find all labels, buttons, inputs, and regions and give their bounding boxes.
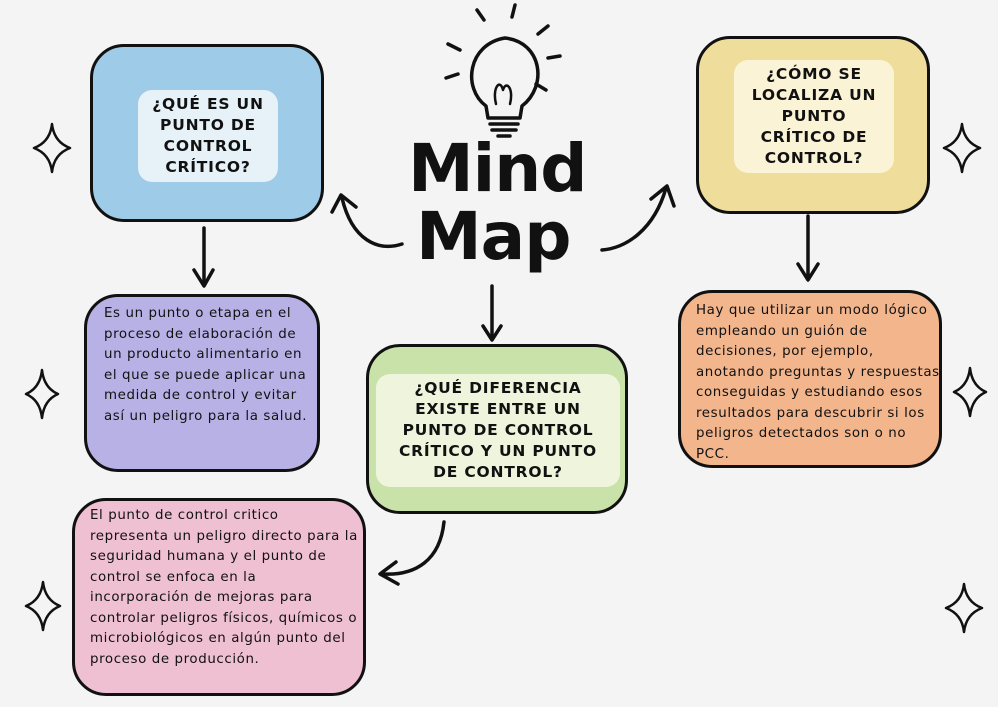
sparkle-icon <box>24 580 62 632</box>
arrow-icon <box>330 193 404 249</box>
answer-box-how-locate <box>678 290 942 468</box>
sparkle-icon <box>32 122 72 174</box>
title-line-1: Mind <box>408 130 588 207</box>
sparkle-icon <box>942 122 982 174</box>
question-how-locate: ¿CÓMO SE LOCALIZA UN PUNTO CRÍTICO DE CO… <box>734 60 894 173</box>
sparkle-icon <box>24 368 60 420</box>
title-line-2: Map <box>416 198 571 275</box>
question-what-is: ¿QUÉ ES UN PUNTO DE CONTROL CRÍTICO? <box>138 90 278 182</box>
answer-box-what-is <box>84 294 320 472</box>
answer-box-difference <box>72 498 366 696</box>
lightbulb-icon <box>444 3 562 138</box>
answer-what-is: Es un punto o etapa en el proceso de ela… <box>104 306 308 424</box>
sparkle-icon <box>952 366 988 418</box>
question-difference: ¿QUÉ DIFERENCIA EXISTE ENTRE UN PUNTO DE… <box>376 374 620 487</box>
arrow-icon <box>192 226 215 288</box>
answer-how-locate: Hay que utilizar un modo lógico empleand… <box>696 303 940 462</box>
sparkle-icon <box>944 582 984 634</box>
answer-difference: El punto de control critico representa u… <box>90 508 358 667</box>
arrow-icon <box>481 284 503 342</box>
arrow-icon <box>796 214 820 282</box>
arrow-icon <box>378 520 446 586</box>
arrow-icon <box>600 184 676 252</box>
